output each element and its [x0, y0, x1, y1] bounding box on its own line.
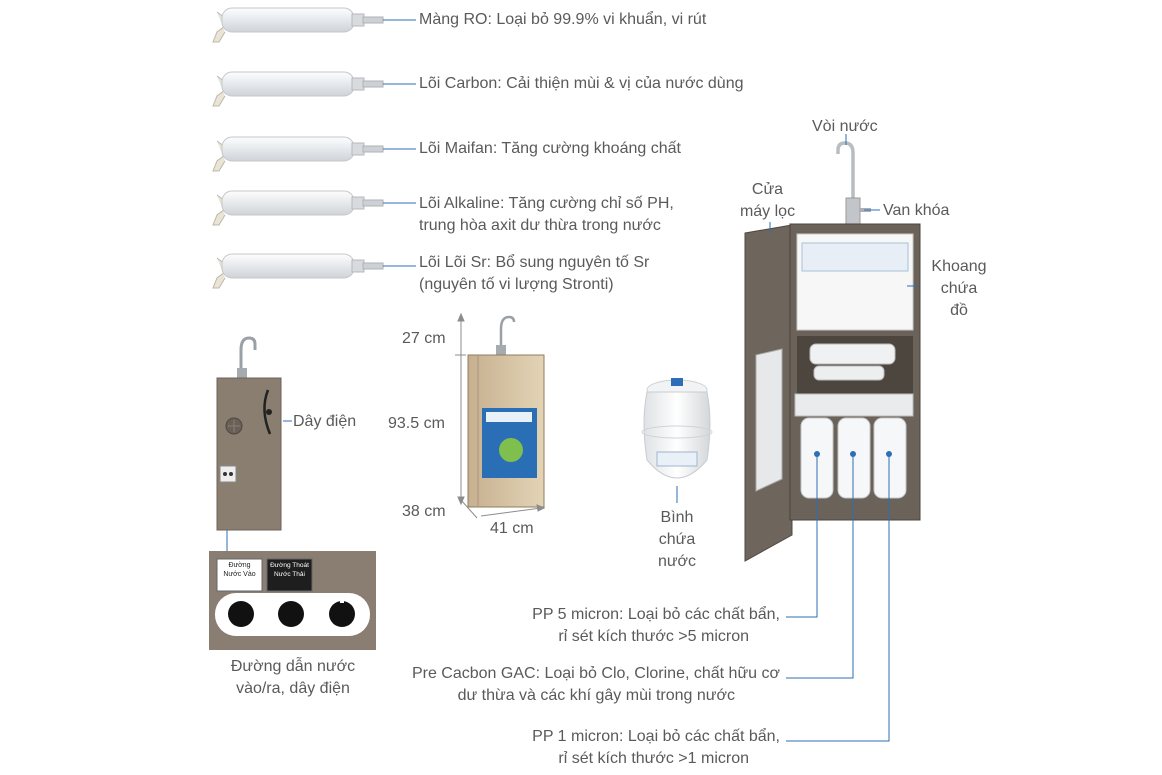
faucet-label: Vòi nước	[812, 118, 878, 135]
machine-open-cabinet	[744, 141, 921, 562]
ports-closeup-panel	[209, 551, 376, 650]
tank-label-line2: chứa	[658, 531, 696, 548]
dimension-top-label: 27 cm	[402, 330, 446, 347]
power-cord-label: Dây điện	[293, 413, 357, 430]
inlet-port-tag: Đường Nước Vào	[223, 562, 256, 578]
prefilter-pp1-label: PP 1 micron: Loại bỏ các chất bẩn,	[532, 728, 780, 745]
door-label-line2: máy lọc	[739, 203, 796, 220]
tank-label-line3: nước	[657, 553, 697, 570]
filter-sr-label: Lõi Lõi Sr: Bổ sung nguyên tố Sr	[419, 254, 650, 271]
prefilter-pp1-label-line2: rỉ sét kích thước >1 micron	[558, 750, 749, 767]
ports-caption-line2: vào/ra, dây điện	[236, 680, 350, 697]
filter-cartridge-carbon	[212, 71, 384, 107]
pressure-tank	[641, 378, 713, 503]
filter-cartridge-sr	[212, 253, 384, 289]
tank-label-line1: Bình	[660, 509, 694, 526]
outlet-port-tag: Đường Thoát Nước Thải	[270, 562, 309, 578]
storage-label-line1: Khoang	[931, 258, 987, 275]
filter-cartridge-maifan	[212, 136, 384, 172]
prefilter-pp5-label: PP 5 micron: Loại bỏ các chất bẩn,	[532, 606, 780, 623]
filter-sr-label-line2: (nguyên tố vi lượng Stronti)	[419, 276, 614, 293]
filter-cartridge-ro	[212, 7, 384, 43]
filter-maifan-label: Lõi Maifan: Tăng cường khoáng chất	[419, 140, 681, 157]
dimension-lines	[455, 312, 546, 519]
filter-cartridge-alkaline	[212, 190, 384, 226]
dimension-width-label: 41 cm	[490, 520, 534, 537]
cabinet-leader-lines	[769, 134, 918, 742]
valve-label: Van khóa	[883, 202, 950, 219]
filter-alkaline-label-line2: trung hòa axit dư thừa trong nước	[419, 217, 661, 234]
prefilter-pp5-label-line2: rỉ sét kích thước >5 micron	[558, 628, 749, 645]
ports-caption-line1: Đường dẫn nước	[230, 658, 356, 675]
dimension-depth-label: 38 cm	[402, 503, 446, 520]
machine-front-view	[467, 315, 545, 508]
prefilter-gac-label-line2: dư thừa và các khí gây mùi trong nước	[457, 687, 735, 704]
filter-carbon-label: Lõi Carbon: Cải thiện mùi & vị của nước …	[419, 75, 744, 92]
filter-leader-lines	[383, 19, 416, 267]
storage-label-line3: đồ	[950, 302, 968, 319]
prefilter-gac-label: Pre Cacbon GAC: Loại bỏ Clo, Clorine, ch…	[411, 665, 780, 682]
dimension-height-label: 93.5 cm	[388, 415, 445, 432]
door-label-line1: Cửa	[751, 181, 784, 198]
filter-ro-label: Màng RO: Loại bỏ 99.9% vi khuẩn, vi rút	[419, 11, 707, 28]
storage-label-line2: chứa	[940, 280, 978, 297]
machine-back-view	[216, 336, 282, 551]
filter-alkaline-label: Lõi Alkaline: Tăng cường chỉ số PH,	[419, 195, 674, 212]
